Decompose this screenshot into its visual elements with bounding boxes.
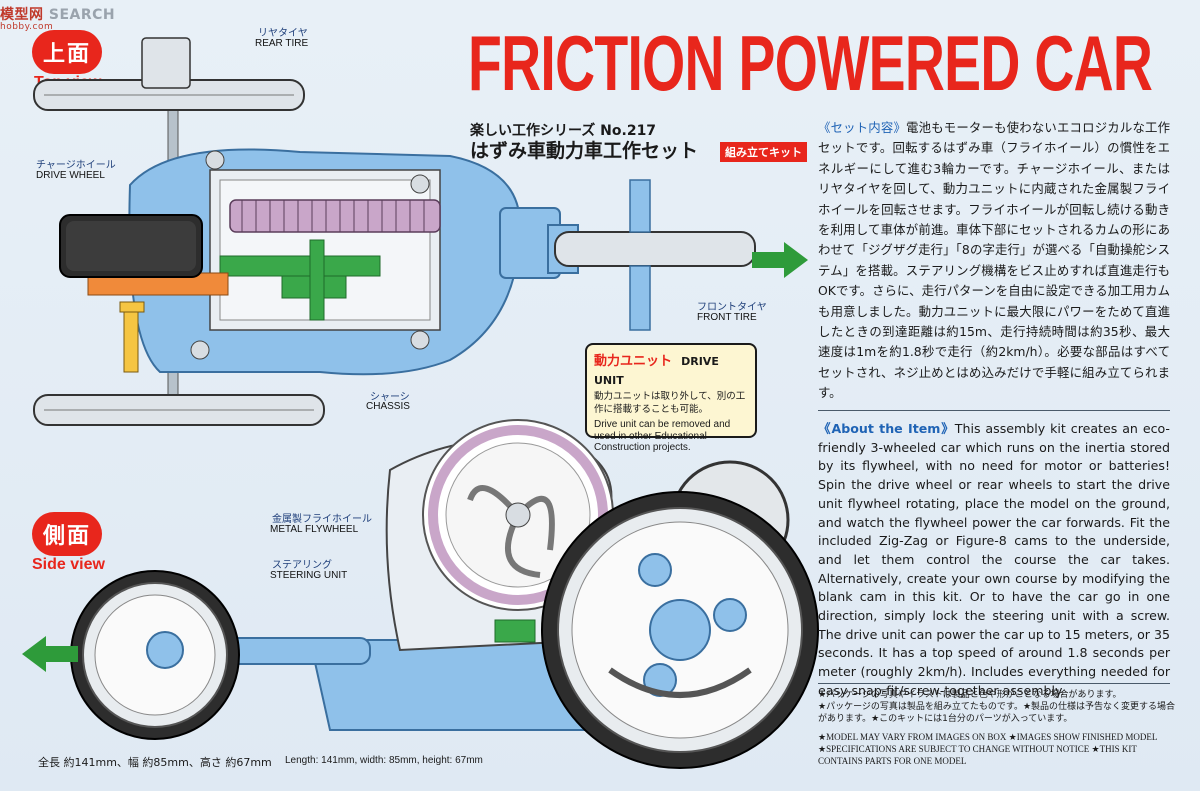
drive-unit-heading-en: DRIVE UNIT [594,355,719,387]
drive-unit-text-en: Drive unit can be removed and used in ot… [594,419,731,453]
drive-wheel-label-en: DRIVE WHEEL [36,170,105,181]
series-label: 楽しい工作シリーズ No.217 [470,123,657,139]
description-ja-body: 電池もモーターも使わないエコロジカルな工作セットです。回転するはずみ車（フライホ… [818,120,1170,401]
notes-ja-1: ★パッケージの写真やイラストは製品と色や形がことなる場合があります。 [818,690,1122,700]
chassis-label-en: CHASSIS [366,401,410,412]
chassis-label-ja: シャーシ [370,392,410,403]
notes-ja-2: ★パッケージの写真は製品を組み立てたものです。★製品の仕様は予告なく変更する場合… [818,702,1176,724]
description-ja: 《セット内容》電池もモーターも使わないエコロジカルな工作セットです。回転するはず… [818,118,1170,404]
drive-unit-box: 動力ユニット DRIVE UNIT 動力ユニットは取り外して、別の工作に搭載する… [585,343,757,453]
steering-unit-label-en: STEERING UNIT [270,570,348,581]
watermark: 模型网 SEARCH hobby.com [0,7,116,32]
top-view-illustration [33,37,756,426]
dimensions-en: Length: 141mm, width: 85mm, height: 67mm [285,755,483,766]
kit-tag-badge: 組み立てキット [720,142,807,162]
dimensions-ja: 全長 約141mm、幅 約85mm、高さ 約67mm [38,756,272,769]
description-en: 《About the Item》This assembly kit create… [818,420,1170,701]
side-view-illustration [70,419,819,769]
divider-notes [818,683,1170,684]
kit-name: はずみ車動力車工作セット [470,140,699,162]
divider [818,410,1170,411]
front-tire-label-en: FRONT TIRE [697,312,757,323]
metal-flywheel-label-ja: 金属製フライホイール [272,514,372,525]
description-en-body: This assembly kit creates an eco-friendl… [818,421,1170,698]
side-view-label: Side view [32,556,105,573]
top-view-badge: 上面 [32,30,102,74]
drive-wheel-label-ja: チャージホイール [36,160,116,171]
rear-tire-label-ja: リヤタイヤ [258,28,308,39]
notes-en: ★MODEL MAY VARY FROM IMAGES ON BOX ★IMAG… [818,732,1158,766]
metal-flywheel-label-en: METAL FLYWHEEL [270,524,359,535]
drive-unit-heading-ja: 動力ユニット [594,354,673,369]
description-ja-heading: 《セット内容》 [818,120,907,135]
steering-unit-label-ja: ステアリング [272,560,332,571]
page-title: FRICTION POWERED CAR [468,19,1153,107]
drive-unit-text-ja: 動力ユニットは取り外して、別の工作に搭載することも可能。 [594,391,746,415]
rear-tire-label-en: REAR TIRE [255,38,309,49]
description-en-heading: 《About the Item》 [818,421,955,436]
side-view-badge: 側面 [32,512,102,556]
green-arrow-left-icon [22,636,78,672]
front-tire-label-ja: フロントタイヤ [697,302,767,313]
green-arrow-right-icon [752,242,808,278]
